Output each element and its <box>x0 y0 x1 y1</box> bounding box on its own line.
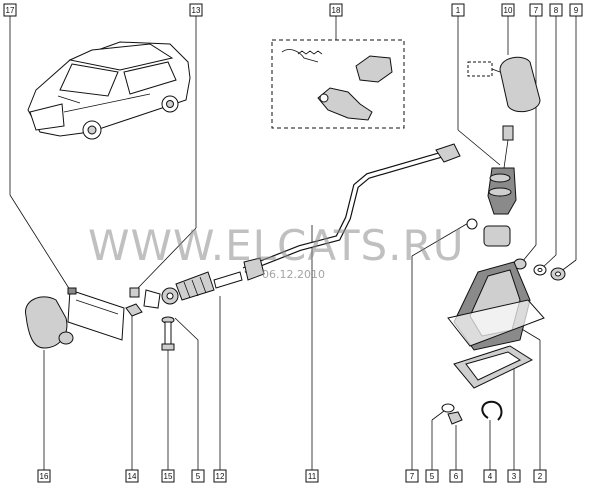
shift-lever <box>466 125 517 247</box>
spring-icon <box>281 49 319 63</box>
callout-8[interactable]: 8 <box>549 3 563 17</box>
callout-13[interactable]: 13 <box>189 3 203 17</box>
callout-label: 8 <box>554 6 559 15</box>
callout-label: 1 <box>456 6 461 15</box>
lever-part-icon <box>317 87 373 121</box>
callout-5-left[interactable]: 5 <box>191 469 205 483</box>
callout-label: 11 <box>308 472 317 481</box>
spring-coil-icon <box>297 50 323 55</box>
callout-label: 16 <box>40 472 49 481</box>
leader-lines <box>9 16 577 470</box>
callout-15[interactable]: 15 <box>161 469 175 483</box>
callout-6[interactable]: 6 <box>449 469 463 483</box>
gasket-3 <box>453 345 534 389</box>
watermark-site: WWW.ELCATS.RU <box>88 221 464 270</box>
callout-2[interactable]: 2 <box>533 469 547 483</box>
callout-14[interactable]: 14 <box>125 469 139 483</box>
callout-label: 13 <box>192 6 201 15</box>
callout-9[interactable]: 9 <box>569 3 583 17</box>
callout-4[interactable]: 4 <box>483 469 497 483</box>
gear-knob <box>467 56 541 113</box>
callout-label: 5 <box>196 472 201 481</box>
callout-label: 15 <box>164 472 173 481</box>
nut-13 <box>129 287 140 298</box>
callout-5-right[interactable]: 5 <box>425 469 439 483</box>
callout-7-bottom[interactable]: 7 <box>405 469 419 483</box>
car-illustration <box>27 41 191 140</box>
bracket-14 <box>143 289 161 309</box>
callout-18[interactable]: 18 <box>329 3 343 17</box>
detail-box-18 <box>271 39 405 129</box>
callout-label: 5 <box>430 472 435 481</box>
callout-label: 10 <box>504 6 513 15</box>
callout-label: 18 <box>332 6 341 15</box>
circlip-4 <box>481 400 503 421</box>
callout-10[interactable]: 10 <box>501 3 515 17</box>
label-plate-17 <box>67 287 125 341</box>
callout-3[interactable]: 3 <box>507 469 521 483</box>
clip-part-icon <box>355 55 393 83</box>
washer-8 <box>533 264 547 276</box>
callout-16[interactable]: 16 <box>37 469 51 483</box>
rubber-boot-16 <box>25 296 74 349</box>
nut-6 <box>447 411 463 425</box>
callout-label: 6 <box>454 472 459 481</box>
callout-label: 12 <box>216 472 225 481</box>
shift-cable <box>242 143 461 281</box>
callout-1[interactable]: 1 <box>451 3 465 17</box>
cable-end-12 <box>161 271 243 305</box>
callout-7[interactable]: 7 <box>529 3 543 17</box>
nut-9 <box>550 267 566 281</box>
callout-12[interactable]: 12 <box>213 469 227 483</box>
callout-label: 3 <box>512 472 517 481</box>
callout-label: 4 <box>488 472 493 481</box>
callout-label: 2 <box>538 472 543 481</box>
callout-label: 7 <box>534 6 539 15</box>
callout-label: 7 <box>410 472 415 481</box>
callout-17[interactable]: 17 <box>3 3 17 17</box>
callout-11[interactable]: 11 <box>305 469 319 483</box>
watermark-date: 06.12.2010 <box>262 268 325 281</box>
nut-14 <box>125 303 143 317</box>
shifter-housing-2 <box>447 261 545 351</box>
washer-5 <box>441 403 455 413</box>
callout-label: 9 <box>574 6 579 15</box>
bolt-15 <box>161 316 175 351</box>
callout-label: 17 <box>6 6 15 15</box>
callout-label: 14 <box>128 472 137 481</box>
